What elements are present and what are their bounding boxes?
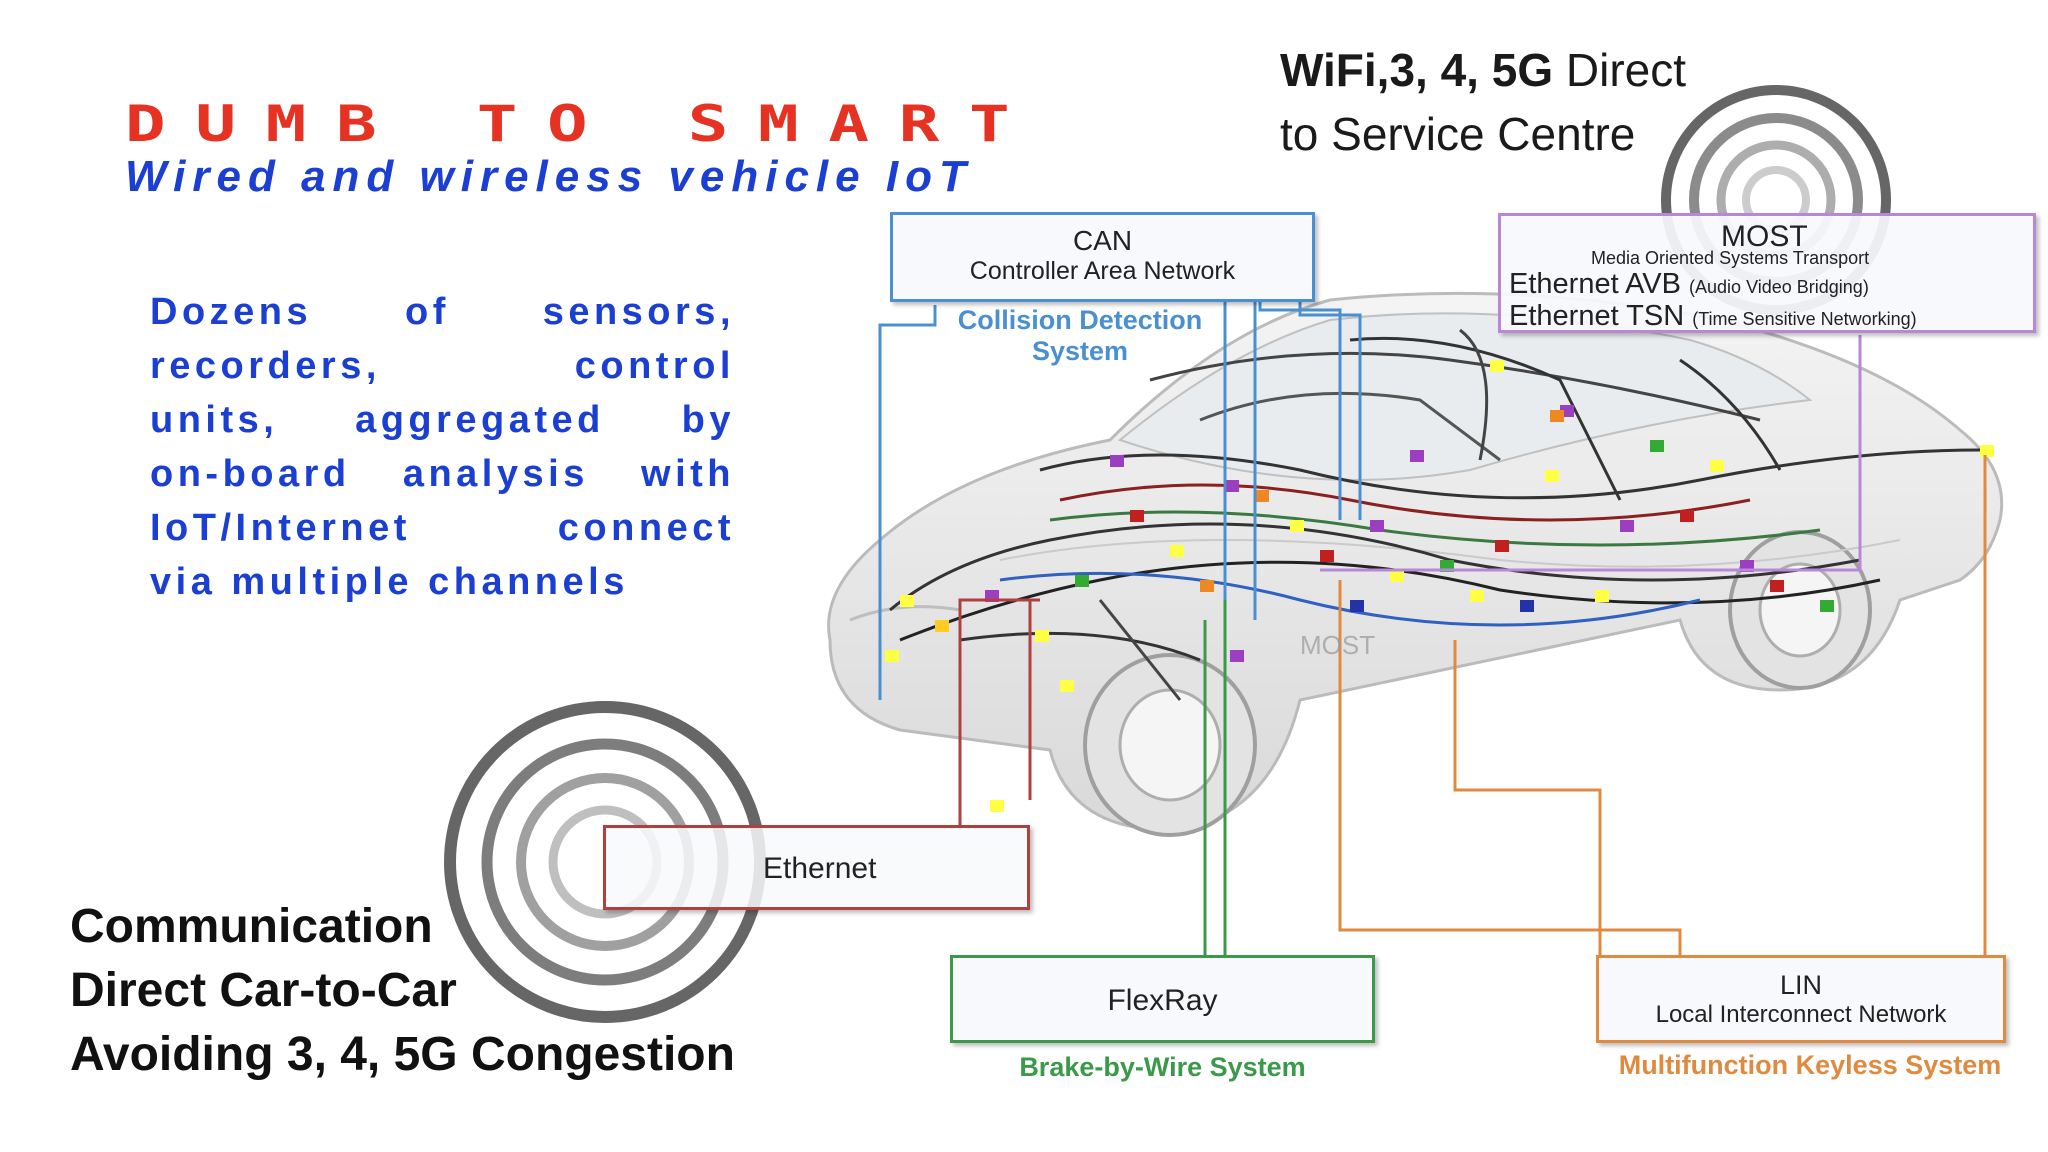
most-title: MOST [1721, 220, 1808, 253]
car-most-label: MOST [1300, 630, 1376, 660]
most-avb-note: (Audio Video Bridging) [1689, 277, 1869, 297]
most-tsn-note: (Time Sensitive Networking) [1692, 309, 1917, 329]
can-system-caption: Collision Detection System [957, 305, 1203, 366]
wifi-note: WiFi,3, 4, 5G Direct to Service Centre [1280, 38, 1686, 166]
wifi-note-rest: Direct [1553, 44, 1687, 96]
slide-subtitle: Wired and wireless vehicle IoT [125, 152, 973, 201]
wifi-note-bold: WiFi,3, 4, 5G [1280, 44, 1554, 96]
network-connectors [878, 300, 1987, 955]
description-line: on-board analysis with [150, 453, 735, 495]
lin-title: LIN [1779, 970, 1823, 1000]
car-silhouette [827, 291, 2004, 837]
lin-system-caption: Multifunction Keyless System [1618, 1050, 2002, 1080]
car-to-car-line: Avoiding 3, 4, 5G Congestion [70, 1028, 735, 1081]
can-fullname: Controller Area Network [969, 257, 1236, 285]
ethernet-title: Ethernet [763, 852, 877, 885]
description-line: IoT/Internet connect [150, 507, 735, 549]
description-line: recorders, control [150, 345, 735, 387]
car-to-car-line: Communication [70, 900, 433, 953]
most-avb-row: Ethernet AVB (Audio Video Bridging) [1509, 268, 1869, 301]
description-line: Dozens of sensors, [150, 291, 735, 333]
car-to-car-line: Direct Car-to-Car [70, 964, 457, 1017]
lin-fullname: Local Interconnect Network [1655, 1001, 1947, 1028]
most-tsn: Ethernet TSN [1509, 300, 1685, 332]
flexray-box: FlexRay [950, 955, 1375, 1043]
ethernet-box: Ethernet [603, 825, 1030, 910]
description-line: units, aggregated by [150, 399, 735, 441]
can-title: CAN [1072, 225, 1133, 256]
flexray-system-caption: Brake-by-Wire System [1019, 1052, 1306, 1082]
lin-box: LIN Local Interconnect Network [1596, 955, 2006, 1043]
most-avb: Ethernet AVB [1509, 268, 1681, 300]
car-to-car-note: Communication Direct Car-to-Car Avoiding… [70, 895, 735, 1087]
most-tsn-row: Ethernet TSN (Time Sensitive Networking) [1509, 300, 1917, 333]
slide-title: DUMB TO SMART [125, 95, 1040, 153]
most-fullname: Media Oriented Systems Transport [1591, 248, 1870, 268]
description-text: Dozens of sensors, recorders, control un… [150, 285, 735, 609]
most-box: MOST Media Oriented Systems Transport Et… [1498, 213, 2036, 333]
flexray-title: FlexRay [1107, 984, 1218, 1017]
description-line: via multiple channels [150, 561, 629, 603]
wifi-note-line2: to Service Centre [1280, 108, 1636, 160]
can-box: CAN Controller Area Network [890, 212, 1315, 302]
